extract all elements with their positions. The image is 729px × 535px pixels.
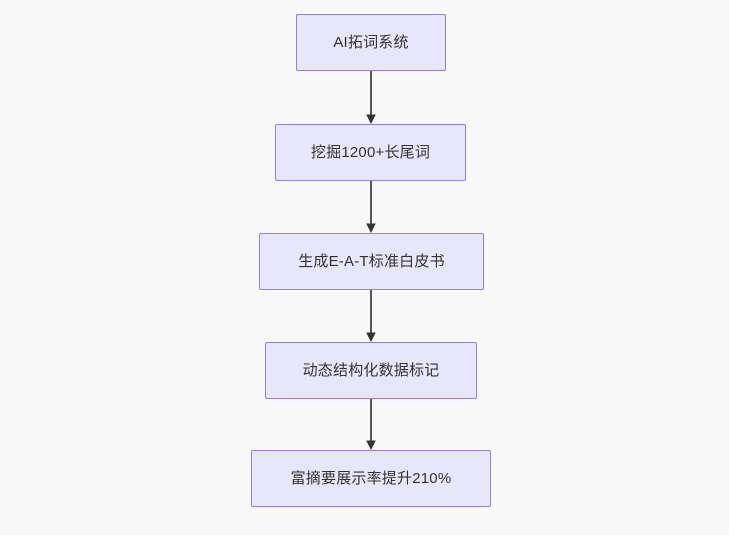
flowchart-node-generate-eat-whitepaper[interactable]: 生成E-A-T标准白皮书 — [259, 233, 484, 290]
edge-n3-n4 — [366, 290, 376, 342]
node-label: 生成E-A-T标准白皮书 — [298, 252, 445, 270]
node-label: 富摘要展示率提升210% — [290, 469, 452, 487]
node-label: AI拓词系统 — [333, 33, 409, 51]
flowchart-node-rich-snippet-impression-uplift[interactable]: 富摘要展示率提升210% — [251, 450, 491, 507]
node-label: 挖掘1200+长尾词 — [310, 143, 431, 161]
flowchart-node-dynamic-structured-data-markup[interactable]: 动态结构化数据标记 — [265, 342, 477, 399]
edge-n1-n2 — [366, 71, 376, 124]
node-label: 动态结构化数据标记 — [302, 361, 440, 379]
flowchart-node-mine-longtail-keywords[interactable]: 挖掘1200+长尾词 — [275, 124, 466, 181]
edge-n2-n3 — [366, 181, 376, 233]
flowchart-node-ai-keyword-system[interactable]: AI拓词系统 — [296, 14, 446, 71]
edge-n4-n5 — [366, 399, 376, 450]
